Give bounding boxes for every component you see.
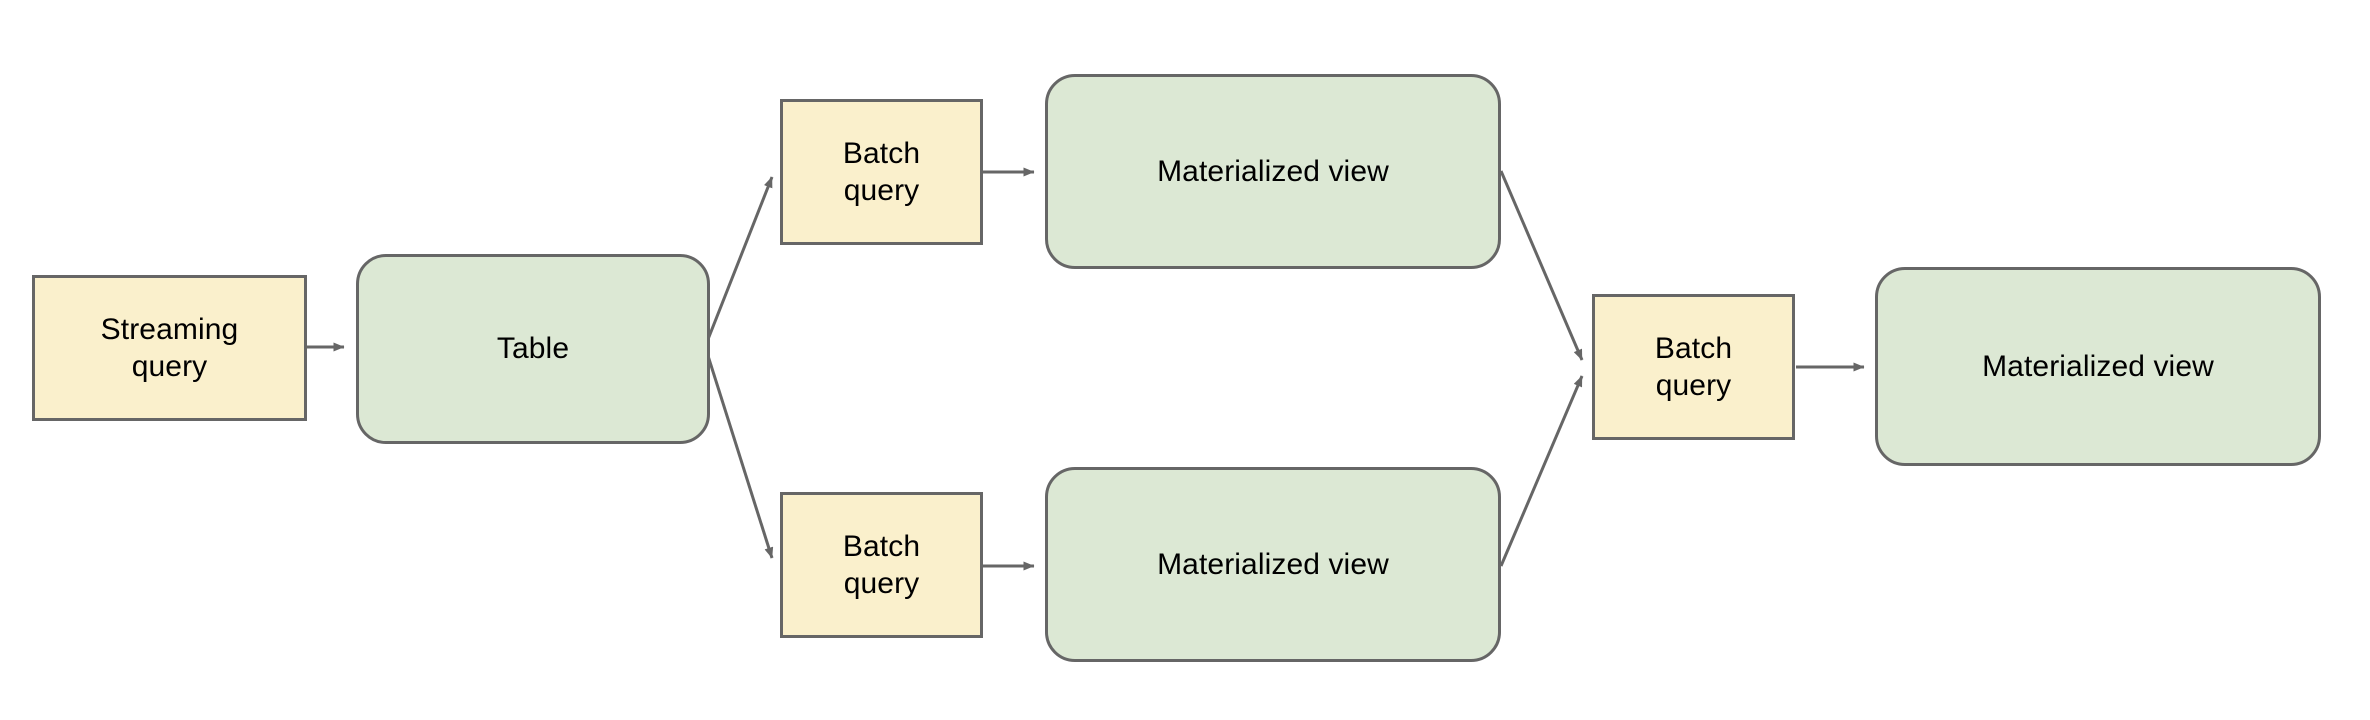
- node-materialized-view-final[interactable]: Materialized view: [1875, 267, 2321, 466]
- node-batch-query-top[interactable]: Batch query: [780, 99, 983, 245]
- node-batch-query-bottom[interactable]: Batch query: [780, 492, 983, 638]
- node-materialized-view-top[interactable]: Materialized view: [1045, 74, 1501, 269]
- node-materialized-view-bottom[interactable]: Materialized view: [1045, 467, 1501, 662]
- edge-table-to-batch-top: [701, 176, 774, 353]
- edge-mv-bottom-to-batch-merge: [1499, 375, 1584, 567]
- node-batch-query-merge[interactable]: Batch query: [1592, 294, 1795, 440]
- edge-mv-top-to-batch-merge: [1499, 170, 1584, 361]
- edge-table-to-batch-bottom: [701, 339, 774, 559]
- node-table[interactable]: Table: [356, 254, 710, 444]
- node-streaming-query[interactable]: Streaming query: [32, 275, 307, 421]
